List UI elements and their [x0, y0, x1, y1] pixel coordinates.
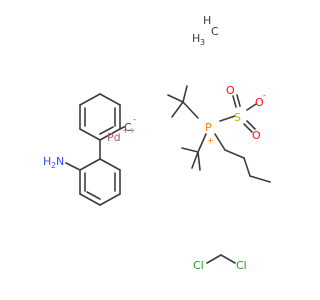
chlorine-left-label: Cl: [193, 259, 204, 272]
carbanion-atom: C -: [119, 115, 136, 134]
structure-canvas: C - H 2 N Pd ++ H C H 3: [43, 14, 271, 272]
methane-h-label: H: [203, 14, 211, 27]
methane-molecule: H C H 3: [192, 14, 219, 47]
amine-h-subscript: 2: [51, 161, 56, 170]
dichloromethane-molecule: Cl Cl: [193, 254, 247, 272]
amine-group: H 2 N: [43, 155, 64, 170]
pd-label: Pd: [107, 131, 121, 144]
oxygen-bottom-label: O: [252, 129, 261, 142]
methane-h3-subscript: 3: [200, 38, 205, 47]
carbanion-label: C: [124, 121, 132, 134]
amine-h-label: H: [43, 155, 51, 168]
oxygen-top-label: O: [226, 84, 235, 97]
sulfur-label: S: [234, 111, 241, 124]
phosphorus-label: P: [205, 121, 212, 134]
lower-aryl-ring: [79, 158, 121, 206]
pd-charge: ++: [122, 126, 135, 135]
oxygen-right-label: O: [255, 96, 264, 109]
methane-h3-label: H: [192, 32, 200, 45]
phosphorus-charge: +: [207, 136, 214, 145]
phosphonium-sulfonate: P + S O O - O: [167, 84, 271, 183]
carbanion-charge: -: [133, 115, 136, 124]
amine-bond: [65, 162, 81, 171]
palladium-atom: Pd ++: [107, 126, 135, 144]
oxygen-charge: -: [263, 91, 266, 100]
upper-aryl-ring: [79, 93, 121, 141]
amine-n-label: N: [56, 155, 64, 168]
chlorine-right-label: Cl: [236, 259, 247, 272]
chemical-structure-diagram: C - H 2 N Pd ++ H C H 3: [43, 14, 271, 272]
methane-c-label: C: [211, 25, 219, 38]
